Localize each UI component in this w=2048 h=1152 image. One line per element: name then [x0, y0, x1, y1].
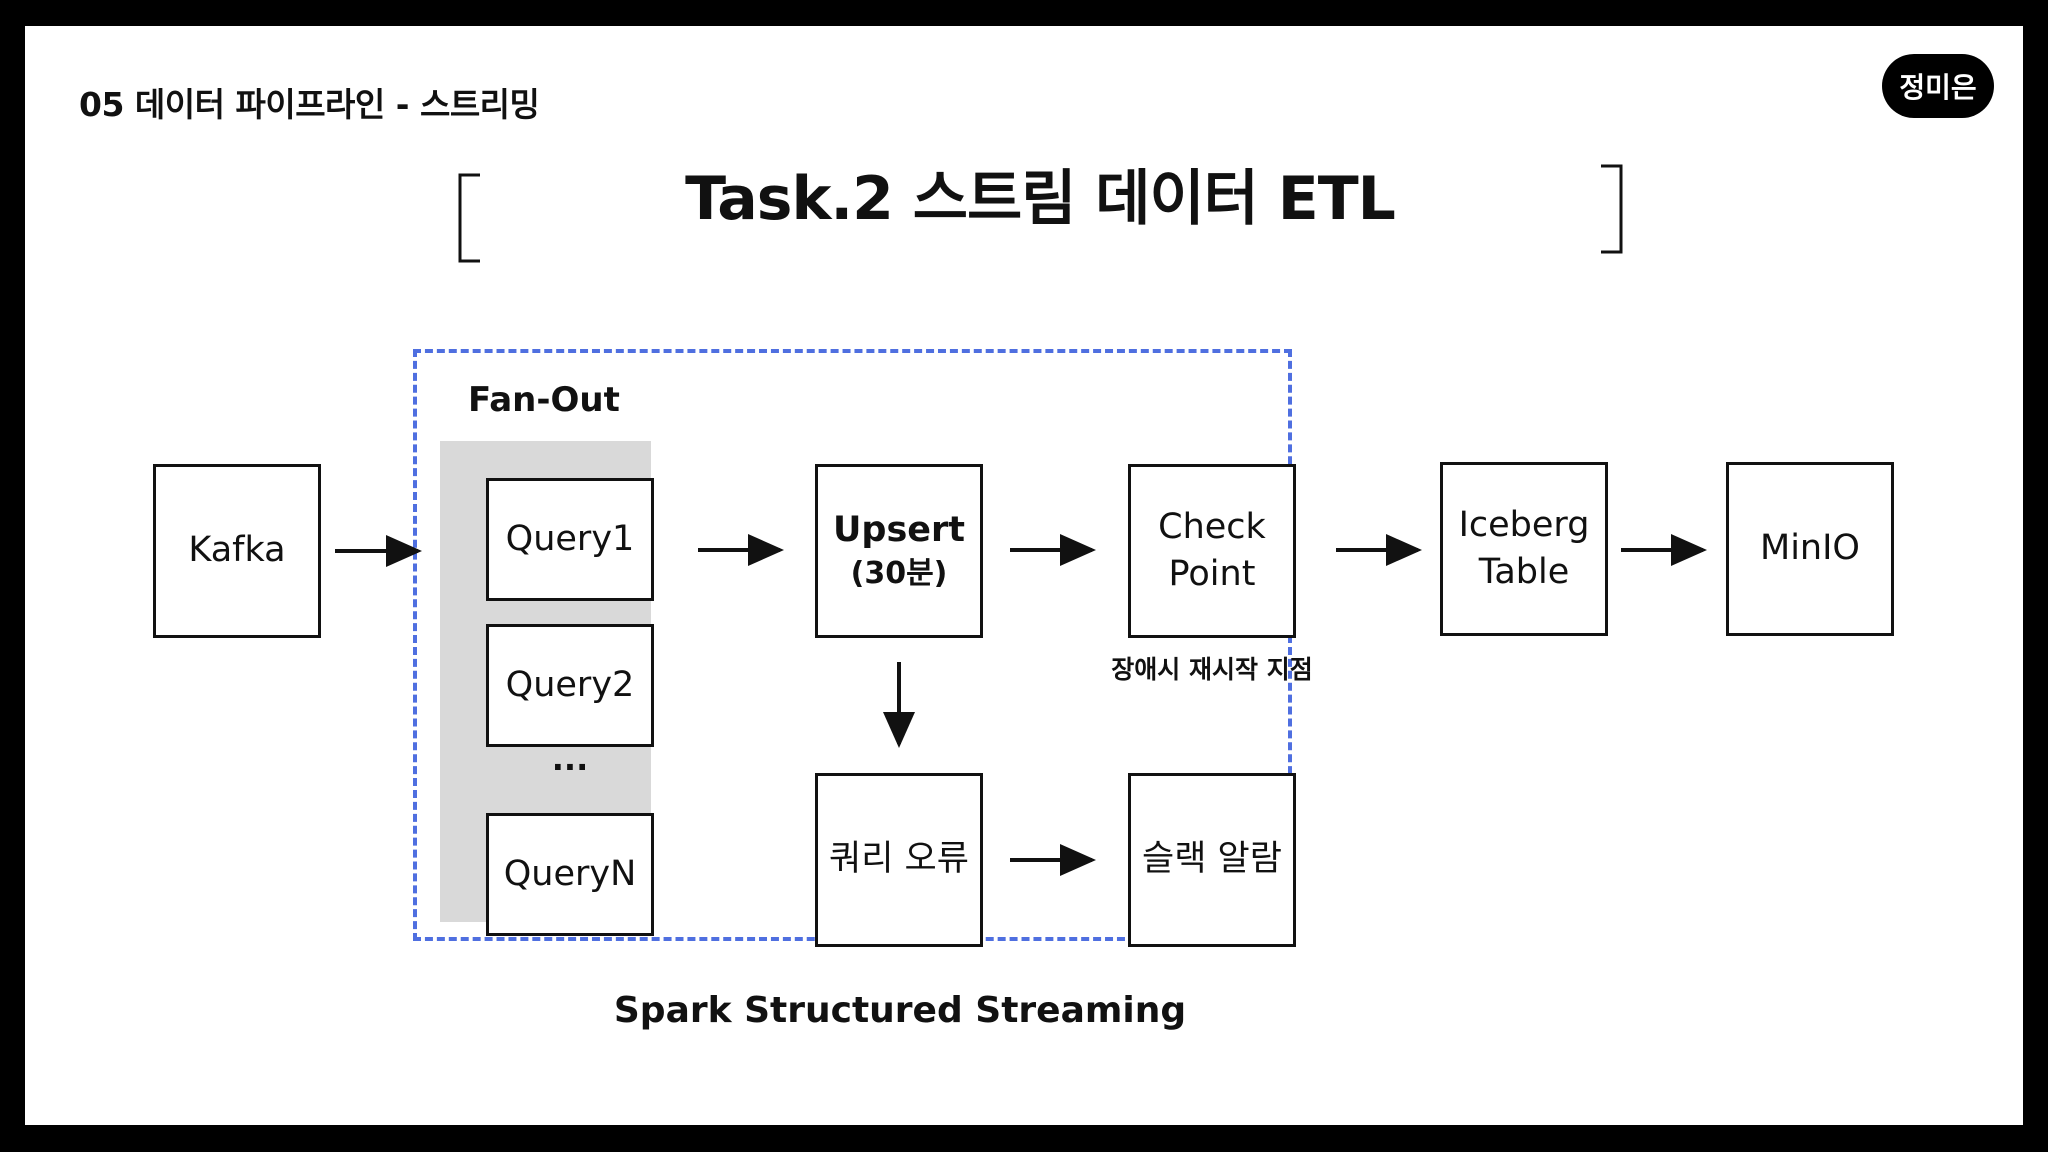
query-ellipsis: ...	[551, 740, 589, 778]
checkpoint-caption: 장애시 재시작 지점	[1111, 655, 1313, 684]
checkpoint-node: Check Point	[1128, 464, 1296, 638]
query2-node: Query2	[486, 624, 654, 747]
slack-alert-node: 슬랙 알람	[1128, 773, 1296, 947]
slide: 05 데이터 파이프라인 - 스트리밍 정미은	[25, 26, 2023, 1125]
section-title: 05 데이터 파이프라인 - 스트리밍	[79, 85, 540, 124]
title-left-bracket	[458, 173, 480, 263]
query-error-node: 쿼리 오류	[815, 773, 983, 947]
fanout-label: Fan-Out	[468, 380, 620, 420]
query1-node: Query1	[486, 478, 654, 601]
author-badge: 정미은	[1882, 54, 1994, 118]
spark-streaming-label: Spark Structured Streaming	[613, 990, 1187, 1031]
iceberg-table-node: Iceberg Table	[1440, 462, 1608, 636]
upsert-interval: (30분)	[850, 556, 948, 592]
main-title: Task.2 스트림 데이터 ETL	[685, 164, 1396, 234]
queryN-node: QueryN	[486, 813, 654, 936]
kafka-node: Kafka	[153, 464, 321, 638]
upsert-label: Upsert	[832, 510, 966, 551]
title-right-bracket	[1601, 164, 1623, 254]
upsert-node: Upsert (30분)	[815, 464, 983, 638]
minio-node: MinIO	[1726, 462, 1894, 636]
